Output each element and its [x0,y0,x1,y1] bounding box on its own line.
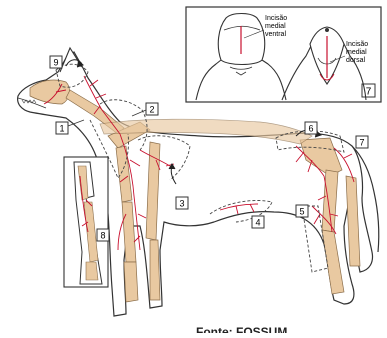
svg-text:2: 2 [149,105,154,115]
dorsal-label-line-3: dorsal [346,57,366,64]
svg-text:7: 7 [359,138,364,148]
callout-5: 5 [296,205,308,217]
callout-7: 7 [356,136,368,148]
dorsal-label-line-1: Incisão [346,41,368,48]
callout-3: 3 [176,197,188,209]
dorsal-label-line-2: medial [346,49,367,56]
ventral-label-line-1: Incisão [265,15,287,22]
svg-text:6: 6 [308,124,313,134]
ventral-label-line-2: medial [265,23,286,30]
svg-text:5: 5 [299,207,304,217]
callout-9: 9 [50,56,62,68]
callout-2: 2 [132,103,158,116]
svg-text:8: 8 [100,231,105,241]
callout-4: 4 [252,216,264,228]
svg-text:3: 3 [179,199,184,209]
inset-panel: 7 Incisão medial ventral Incisão [186,7,381,102]
leg-inset [64,157,108,287]
inset-number: 7 [366,87,372,98]
ventral-label-line-3: ventral [265,31,286,38]
svg-text:1: 1 [59,124,64,134]
svg-text:4: 4 [255,218,260,228]
callout-8: 8 [97,229,109,241]
callout-6: 6 [305,122,317,134]
footer-caption: Fonte: FOSSUM [196,325,287,333]
svg-text:9: 9 [53,58,58,68]
